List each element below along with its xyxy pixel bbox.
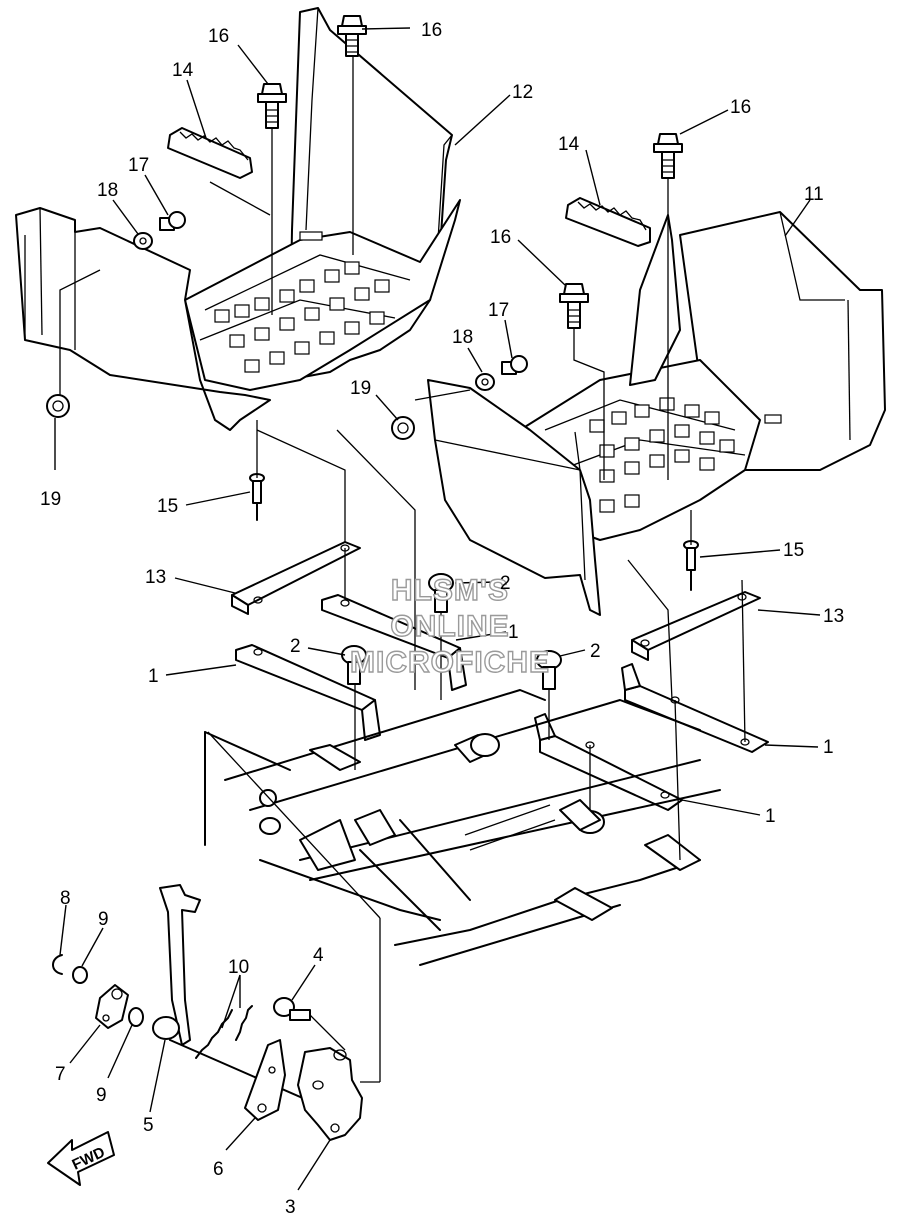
callout-12: 12 [512,82,533,103]
bolt-part-4 [273,997,311,1021]
callout-9: 9 [96,1085,107,1106]
callout-18: 18 [452,327,473,348]
washer-part-9-a [72,966,88,984]
callout-16: 16 [208,26,229,47]
callout-5: 5 [143,1115,154,1136]
callout-7: 7 [55,1064,66,1085]
callout-16: 16 [490,227,511,248]
leader-lines [54,27,821,1191]
callout-1: 1 [508,622,519,643]
callout-4: 4 [313,945,324,966]
footrest-left-part-12 [15,7,461,431]
return-springs-part-10 [195,1005,253,1059]
lever-part-7 [95,984,129,1029]
callout-17: 17 [488,300,509,321]
footrest-right-part-11 [427,211,886,616]
callout-15: 15 [783,540,804,561]
nut-part-19-b [391,416,415,440]
watermark-line-3: MICROFICHE [350,646,550,679]
bolt-part-16-a [337,15,367,57]
callout-19: 19 [350,378,371,399]
bracket-part-3 [297,1047,363,1141]
footrest-left-grip-pattern [214,231,390,373]
watermark-line-1: HLSM'S [391,574,509,607]
grip-plate-left-part-14 [167,127,253,179]
callout-15: 15 [157,496,178,517]
rivet-part-15-a [249,473,265,521]
callout-11: 11 [804,184,824,205]
clip-part-8 [52,954,63,975]
callout-3: 3 [285,1197,296,1218]
watermark: HLSM'S ONLINE MICROFICHE [349,573,550,679]
callout-labels: 16 16 16 16 14 14 12 11 17 17 18 18 19 1… [40,20,844,1218]
forward-direction-arrow: FWD [47,1131,115,1186]
nut-part-19-a [46,394,70,418]
washer-part-18-b [475,373,495,391]
callout-16: 16 [421,20,442,41]
callout-9: 9 [98,909,109,930]
callout-14: 14 [558,134,580,155]
bolt-part-16-d [559,283,589,329]
bolt-part-16-b [257,83,287,129]
bracket-part-6 [244,1039,286,1121]
watermark-line-2: ONLINE [390,610,509,643]
vehicle-frame [204,689,721,1082]
callout-13: 13 [145,567,166,588]
bolt-part-16-c [653,133,683,179]
washer-part-18-a [133,232,153,250]
bolt-part-17-b [501,355,528,375]
footrest-right-grip-pattern [589,397,782,513]
bracket-part-1-c [621,663,769,753]
callout-16: 16 [730,97,751,118]
callout-1: 1 [823,737,834,758]
callout-17: 17 [128,155,149,176]
assembly-guide-lines [59,56,746,1083]
bracket-part-1-a [235,644,381,741]
callout-19: 19 [40,489,61,510]
bolt-part-17-a [159,211,186,231]
bracket-part-1-b [321,594,467,691]
callout-1: 1 [765,806,776,827]
callout-13: 13 [823,606,844,627]
bolt-part-2-c [536,650,562,690]
callout-8: 8 [60,888,71,909]
bolt-part-2-a [341,645,367,685]
callout-18: 18 [97,180,118,201]
rivet-part-15-b [683,540,699,591]
callout-2: 2 [590,641,601,662]
callout-10: 10 [228,957,249,978]
grip-plate-right-part-14 [565,197,651,247]
bracket-part-13-right [631,591,761,661]
callout-2: 2 [500,573,511,594]
washer-part-9-b [128,1007,144,1027]
callout-2: 2 [290,636,301,657]
bracket-part-1-d [534,713,683,811]
callout-1: 1 [148,666,159,687]
bracket-part-13-left [231,541,361,615]
callout-14: 14 [172,60,194,81]
callout-6: 6 [213,1159,224,1180]
